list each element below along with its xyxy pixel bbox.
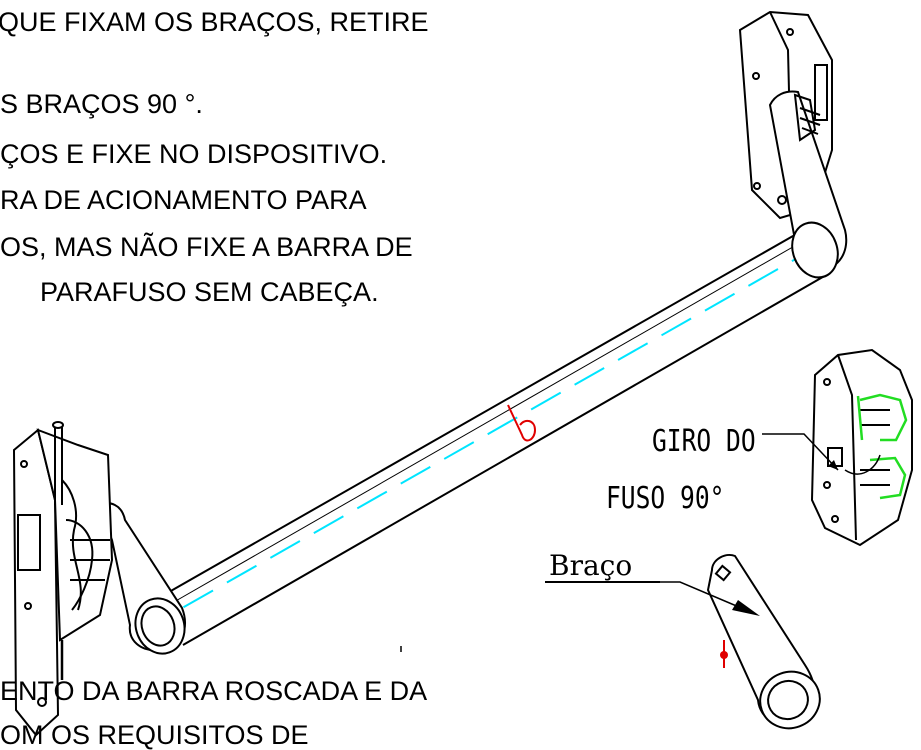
footer-line-2: OM OS REQUISITOS DE: [0, 720, 309, 750]
red-marker-bar: [507, 404, 537, 442]
instruction-line-1: QUE FIXAM OS BRAÇOS, RETIRE: [0, 7, 429, 37]
instruction-line-2: S BRAÇOS 90 °.: [0, 89, 203, 119]
giro-label-line-2: FUSO 90°: [606, 481, 725, 516]
giro-label-line-1: GIRO DO: [652, 424, 756, 459]
right-mechanism-detail: [810, 348, 913, 547]
giro-leader: [762, 433, 839, 471]
instruction-line-3: ÇOS E FIXE NO DISPOSITIVO.: [0, 139, 388, 169]
rotation-arrow: [844, 454, 881, 475]
right-mechanism-top: [738, 10, 848, 279]
bar-centerline: [139, 247, 816, 633]
instruction-line-5: OS, MAS NÃO FIXE A BARRA DE: [0, 232, 413, 262]
footer-line-1: ENTO DA BARRA ROSCADA E DA: [0, 676, 428, 706]
giro-leader-arrowhead: [828, 460, 838, 470]
left-arm: [96, 502, 186, 655]
green-highlight: [856, 393, 908, 500]
braco-leader-arrowhead: [732, 600, 760, 616]
instruction-line-6: PARAFUSO SEM CABEÇA.: [40, 277, 379, 307]
instruction-line-4: RA DE ACIONAMENTO PARA: [0, 185, 367, 215]
left-mechanism: [12, 421, 114, 737]
red-marker-small: [720, 640, 728, 668]
braco-label: Braço: [549, 549, 633, 582]
loose-arm: [706, 554, 821, 730]
